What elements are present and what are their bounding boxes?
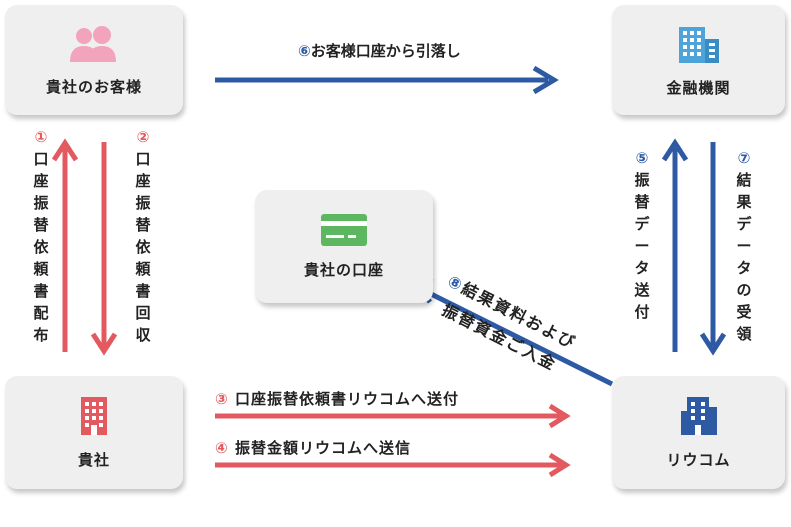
arrow-bank-to-ricoh [699, 142, 727, 356]
node-company-label: 貴社 [77, 451, 110, 469]
step4-text: 振替金額リウコムへ送信 [234, 439, 411, 457]
step3-text: 口座振替依頼書リウコムへ送付 [234, 390, 459, 408]
node-bank-label: 金融機関 [666, 78, 731, 97]
company-building-icon [81, 397, 107, 435]
node-customer-label: 貴社のお客様 [45, 77, 142, 96]
step6-num: ⑥ [298, 42, 311, 60]
bank-building-icon [678, 26, 719, 63]
arrow-customer-to-bank [215, 65, 559, 95]
step1-label: ① 口座振替依頼書配布 [32, 126, 50, 346]
users-icon [70, 25, 116, 62]
node-ricoh-label: リウコム [666, 451, 731, 469]
step1-text: 口座振替依頼書配布 [33, 150, 49, 344]
arrow-ricoh-to-bank [661, 138, 689, 352]
node-ricoh: リウコム [612, 376, 785, 489]
step2-text: 口座振替依頼書回収 [135, 150, 151, 344]
credit-card-icon [321, 214, 367, 246]
arrow-company-to-ricoh-document [215, 403, 571, 429]
node-account-label: 貴社の口座 [303, 261, 384, 279]
ricoh-building-icon [680, 397, 717, 435]
node-account: 貴社の口座 [255, 190, 433, 303]
step5-text: 振替データ送付 [634, 171, 650, 321]
step5-num: ⑤ [635, 149, 649, 167]
step7-label: ⑦ 結果データの受領 [735, 147, 753, 345]
step3-num: ③ [215, 390, 229, 408]
node-customer: 貴社のお客様 [5, 5, 183, 115]
step2-num: ② [136, 128, 150, 146]
step6-label: ⑥お客様口座から引落し [298, 40, 461, 61]
arrow-customer-to-company [90, 142, 118, 356]
step4-num: ④ [215, 439, 229, 457]
step2-label: ② 口座振替依頼書回収 [134, 126, 152, 346]
arrow-company-to-ricoh-amount [215, 452, 571, 478]
step7-num: ⑦ [737, 149, 751, 167]
node-company: 貴社 [5, 376, 183, 489]
step6-text: お客様口座から引落し [310, 42, 461, 60]
step4-label: ④ 振替金額リウコムへ送信 [215, 437, 411, 458]
node-bank: 金融機関 [612, 5, 785, 115]
step5-label: ⑤ 振替データ送付 [633, 147, 651, 323]
step7-text: 結果データの受領 [736, 171, 752, 343]
arrow-company-to-customer [51, 138, 79, 352]
step1-num: ① [34, 128, 48, 146]
step3-label: ③ 口座振替依頼書リウコムへ送付 [215, 388, 459, 409]
